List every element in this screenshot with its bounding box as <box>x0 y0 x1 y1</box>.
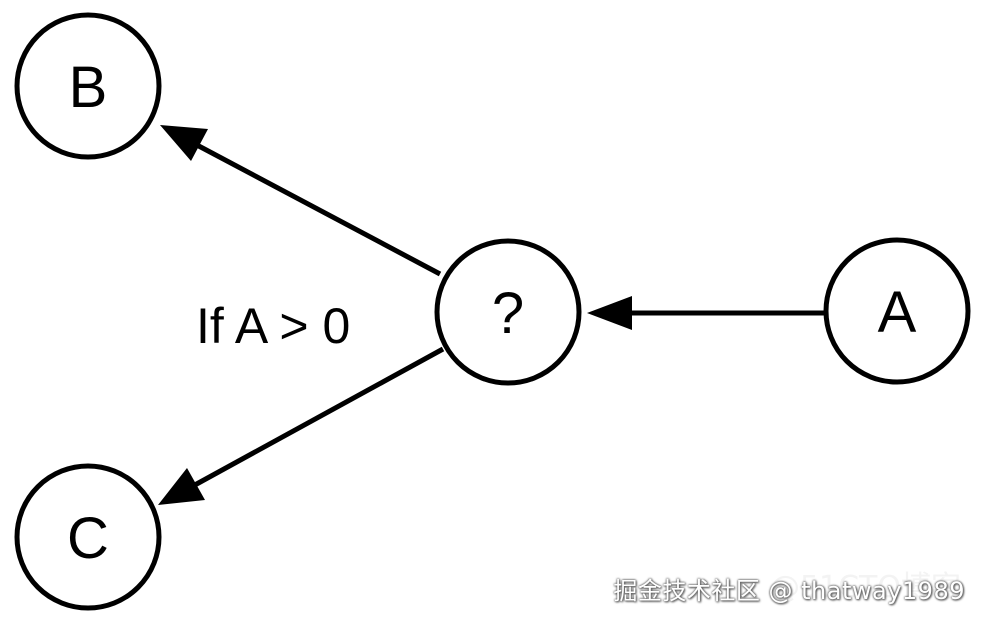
node-a: A <box>823 237 971 385</box>
edge-a-to-decision <box>587 296 826 330</box>
edge-decision-to-c <box>158 346 445 505</box>
node-decision: ? <box>434 238 582 386</box>
watermark: 掘金技术社区 @ thatway1989 <box>613 577 965 605</box>
edge-decision-to-b <box>160 125 442 277</box>
node-c: C <box>14 463 162 611</box>
node-b: B <box>14 12 162 160</box>
node-a-label: A <box>878 280 917 345</box>
node-b-label: B <box>69 55 108 120</box>
condition-label: If A > 0 <box>196 298 350 354</box>
node-decision-label: ? <box>492 281 524 346</box>
node-c-label: C <box>67 506 109 571</box>
watermark-ghost: @51CTO博客 <box>769 570 961 605</box>
